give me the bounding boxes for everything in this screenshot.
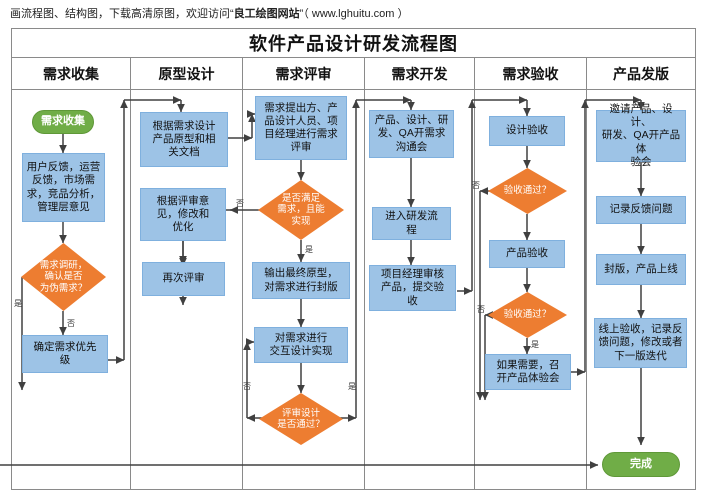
node-label: 项目经理审核 产品，提交验 收	[381, 268, 444, 307]
swimlane-prototype-design	[131, 90, 243, 490]
node-decision-acceptance-passed-2[interactable]: 验收通过？	[488, 292, 567, 338]
node-label: 需求调研， 确认是否 为伪需求？	[39, 259, 88, 294]
column-header-requirement-review: 需求评审	[243, 58, 365, 89]
column-header-row: 需求收集 原型设计 需求评审 需求开发 需求验收 产品发版	[12, 58, 695, 90]
header-label: 需求收集	[43, 65, 99, 82]
node-start-requirement-collection[interactable]: 需求收集	[32, 110, 94, 134]
node-label: 验收通过？	[503, 185, 552, 197]
node-optional-experience-meeting[interactable]: 如果需要，召 开产品体验会	[485, 354, 571, 390]
node-decision-fake-requirement[interactable]: 需求调研， 确认是否 为伪需求？	[21, 243, 106, 311]
node-label: 进入研发流 程	[385, 210, 438, 236]
edge-label-acceptance-2-no: 否	[477, 305, 485, 314]
node-requirement-review-meeting[interactable]: 需求提出方、产 品设计人员、项 目经理进行需求 评审	[255, 96, 347, 160]
node-label: 评审设计 是否通过？	[277, 407, 325, 430]
node-final-prototype-freeze[interactable]: 输出最终原型， 对需求进行封版	[252, 262, 350, 299]
edge-label-fake-req-yes: 是	[14, 299, 22, 308]
node-review-again[interactable]: 再次评审	[142, 262, 225, 296]
node-label: 对需求进行 交互设计实现	[269, 331, 333, 357]
node-feedback-sources[interactable]: 用户反馈，运营 反馈，市场需 求，竞品分析， 管理层意见	[22, 153, 105, 222]
swimlane-requirement-collection	[12, 90, 131, 490]
node-product-acceptance[interactable]: 产品验收	[489, 240, 565, 268]
chart-title: 软件产品设计研发流程图	[249, 34, 458, 54]
node-label: 记录反馈问题	[609, 203, 673, 216]
column-header-requirement-development: 需求开发	[365, 58, 475, 89]
header-label: 需求验收	[502, 65, 559, 82]
node-label: 产品验收	[506, 247, 548, 260]
node-decision-design-review-passed[interactable]: 评审设计 是否通过？	[259, 393, 343, 445]
edge-label-acceptance-2-yes: 是	[531, 340, 539, 349]
node-interaction-design[interactable]: 对需求进行 交互设计实现	[254, 327, 348, 363]
credit-prefix: 画流程图、结构图，下载高清原图，欢迎访问“	[10, 8, 234, 20]
swimlane-body	[12, 90, 695, 490]
edge-label-acceptance-1-no: 否	[472, 181, 480, 190]
node-freeze-and-launch[interactable]: 封版，产品上线	[596, 254, 686, 285]
header-label: 需求评审	[275, 65, 332, 82]
node-design-prototype-docs[interactable]: 根据需求设计 产品原型和相 关文档	[140, 112, 228, 167]
edge-label-design-review-yes: 是	[348, 382, 356, 391]
header-label: 原型设计	[158, 65, 215, 82]
node-label: 根据需求设计 产品原型和相 关文档	[152, 119, 216, 159]
node-label: 再次评审	[162, 272, 205, 285]
node-label: 如果需要，召 开产品体验会	[496, 358, 560, 384]
node-label: 线上验收，记录反 馈问题，修改或者 下一版迭代	[598, 323, 683, 362]
node-prioritize-requirements[interactable]: 确定需求优先 级	[22, 335, 108, 373]
node-online-acceptance-iterate[interactable]: 线上验收，记录反 馈问题，修改或者 下一版迭代	[594, 318, 687, 368]
node-decision-meets-requirement[interactable]: 是否满足 需求，且能 实现	[258, 180, 344, 240]
node-label: 输出最终原型， 对需求进行封版	[264, 267, 338, 293]
node-label: 需求提出方、产 品设计人员、项 目经理进行需求 评审	[264, 101, 338, 154]
watermark-credit: 画流程图、结构图，下载高清原图，欢迎访问“良工绘图网站”（ www.lghuit…	[10, 5, 408, 21]
column-header-product-release: 产品发版	[587, 58, 695, 89]
chart-title-bar: 软件产品设计研发流程图	[12, 29, 695, 58]
edge-label-meets-req-no: 否	[236, 199, 244, 208]
node-label: 产品、设计、研 发、QA开需求 沟通会	[374, 114, 449, 153]
node-label: 需求收集	[41, 115, 85, 128]
node-label: 根据评审意 见，修改和 优化	[156, 194, 210, 234]
edge-label-meets-req-yes: 是	[305, 245, 313, 254]
credit-suffix: ”（ www.lghuitu.com ）	[299, 8, 409, 20]
edge-label-fake-req-no: 否	[67, 319, 75, 328]
edge-label-design-review-no: 否	[243, 382, 251, 391]
credit-site-name: 良工绘图网站	[233, 8, 300, 20]
node-revise-per-review[interactable]: 根据评审意 见，修改和 优化	[140, 188, 226, 241]
header-label: 需求开发	[391, 65, 448, 82]
node-design-acceptance[interactable]: 设计验收	[489, 116, 565, 146]
node-invite-experience-meeting[interactable]: 邀请产品、设计、 研发、QA开产品体 验会	[596, 103, 686, 168]
swimlane-requirement-review	[243, 90, 365, 490]
swimlane-requirement-development	[365, 90, 475, 490]
node-label: 封版，产品上线	[604, 262, 678, 275]
column-header-requirement-collection: 需求收集	[12, 58, 131, 89]
node-label: 完成	[630, 457, 652, 470]
node-label: 验收通过？	[503, 309, 552, 321]
node-label: 是否满足 需求，且能 实现	[277, 192, 325, 227]
node-label: 设计验收	[506, 124, 548, 137]
node-enter-development[interactable]: 进入研发流 程	[372, 207, 451, 240]
node-label: 邀请产品、设计、 研发、QA开产品体 验会	[601, 103, 681, 168]
node-label: 用户反馈，运营 反馈，市场需 求，竞品分析， 管理层意见	[26, 161, 101, 213]
node-pm-review-submit-acceptance[interactable]: 项目经理审核 产品，提交验 收	[369, 265, 456, 311]
header-label: 产品发版	[613, 65, 669, 82]
swimlane-requirement-acceptance	[475, 90, 587, 490]
column-header-requirement-acceptance: 需求验收	[475, 58, 587, 89]
column-header-prototype-design: 原型设计	[131, 58, 243, 89]
chart-frame: 软件产品设计研发流程图 需求收集 原型设计 需求评审 需求开发 需求验收 产品发…	[11, 28, 696, 490]
node-record-feedback[interactable]: 记录反馈问题	[596, 196, 686, 224]
node-end-finish[interactable]: 完成	[602, 452, 680, 477]
node-decision-acceptance-passed-1[interactable]: 验收通过？	[488, 168, 567, 214]
node-label: 确定需求优先 级	[33, 340, 97, 366]
node-kickoff-meeting[interactable]: 产品、设计、研 发、QA开需求 沟通会	[369, 110, 454, 158]
